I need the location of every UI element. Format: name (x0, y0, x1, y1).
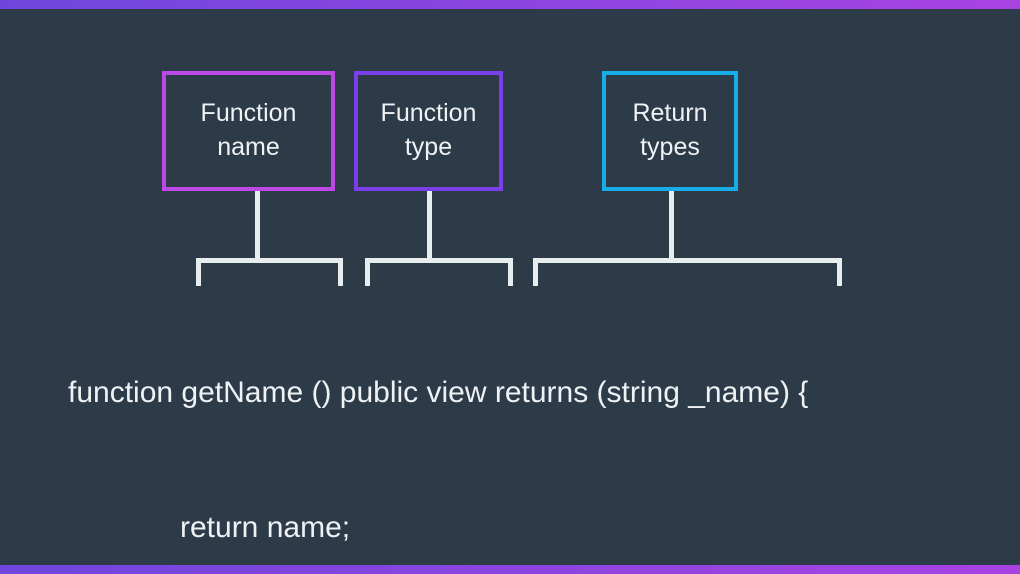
code-snippet: function getName () public view returns … (68, 280, 808, 574)
label-box-function-name: Function name (162, 71, 335, 191)
label-function-type-text: Function type (380, 99, 477, 161)
label-return-types-text: Return types (632, 99, 708, 161)
top-accent-bar (0, 0, 1020, 9)
connector-line-function-name (255, 191, 260, 258)
label-box-return-types: Return types (602, 71, 738, 191)
label-function-name-text: Function name (200, 99, 297, 161)
bracket-function-name (196, 258, 343, 286)
bracket-function-type (365, 258, 513, 286)
connector-line-function-type (427, 191, 432, 258)
code-line-return-statement: return name; (180, 511, 351, 544)
bottom-accent-bar (0, 565, 1020, 574)
connector-line-return-types (669, 191, 674, 258)
label-box-function-type: Function type (354, 71, 503, 191)
bracket-return-types (533, 258, 842, 286)
code-line-signature: function getName () public view returns … (68, 376, 809, 409)
